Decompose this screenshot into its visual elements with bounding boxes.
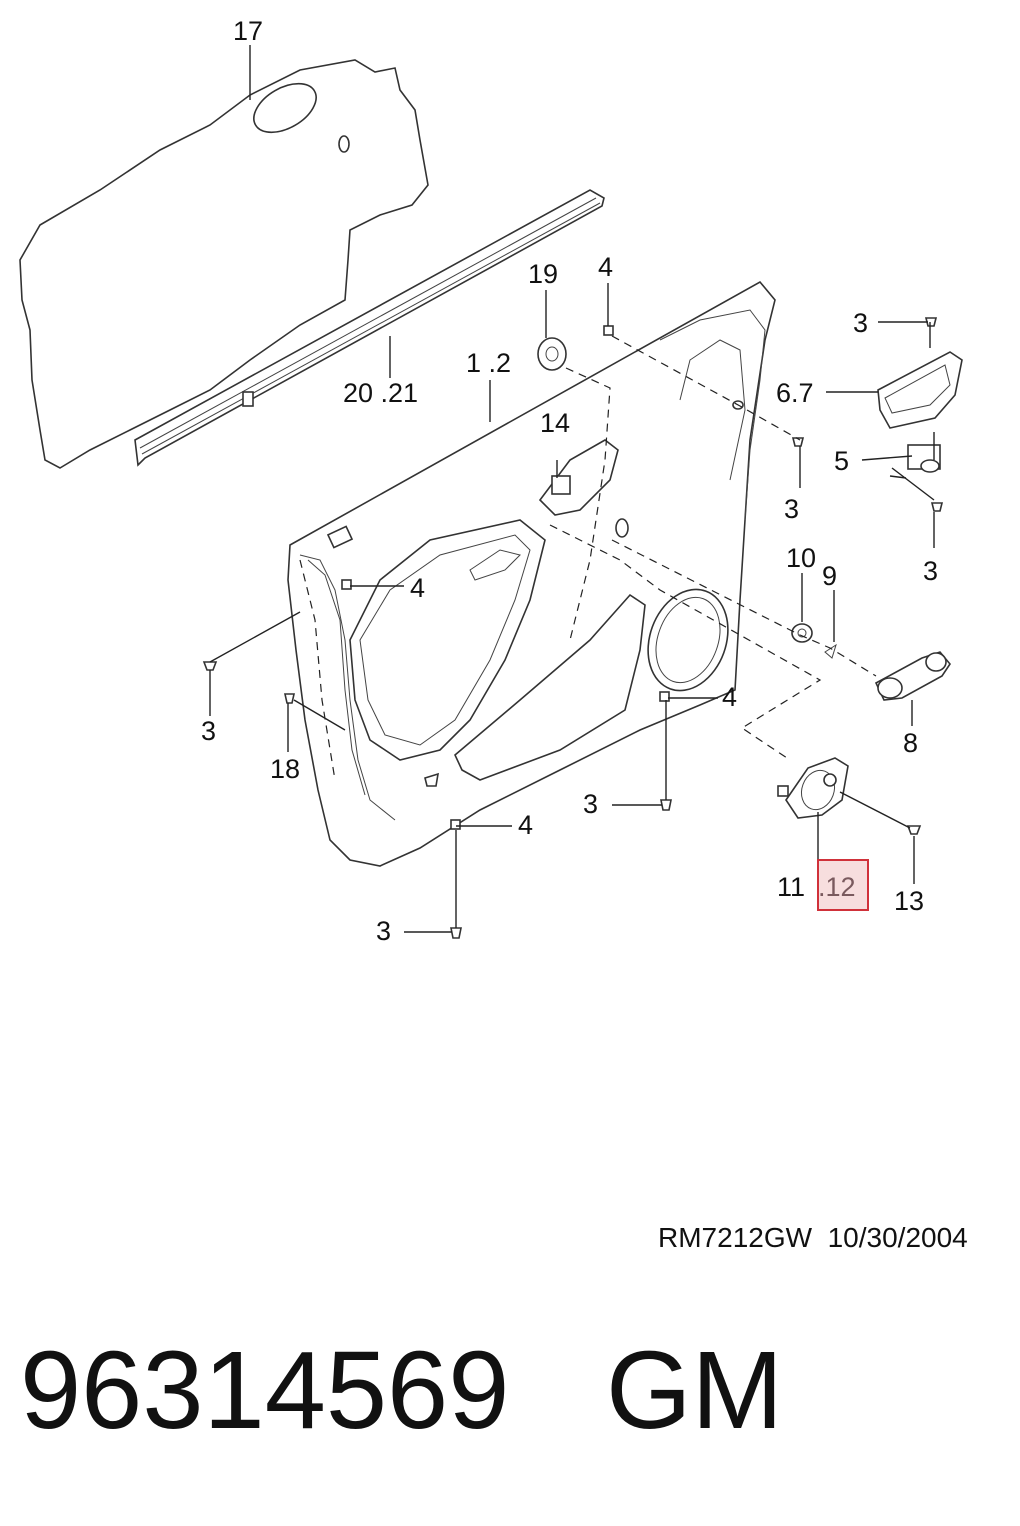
label-4-speaker: 4 [722, 682, 737, 712]
water-deflector-sheet [19, 59, 429, 469]
inside-door-handle [777, 757, 849, 819]
label-3-left: 3 [201, 716, 216, 746]
label-3-mid: 3 [784, 494, 799, 524]
label-3-right: 3 [923, 556, 938, 586]
label-14: 14 [540, 408, 570, 438]
label-13: 13 [894, 886, 924, 916]
pull-handle-cup [877, 351, 963, 429]
label-4-bottom: 4 [518, 810, 533, 840]
fasteners [202, 317, 944, 939]
assembly-dashes [299, 335, 877, 781]
door-trim-panel [287, 280, 776, 867]
label-3-bottom-mid: 3 [583, 789, 598, 819]
label-12-highlighted: .12 [818, 872, 856, 902]
leader-lines [209, 45, 935, 933]
label-19: 19 [528, 259, 558, 289]
label-18: 18 [270, 754, 300, 784]
label-1-2: 1 .2 [466, 348, 511, 378]
belt-molding-strip [134, 189, 605, 467]
label-20-21: 20 .21 [343, 378, 418, 408]
part-number: 96314569 [20, 1329, 510, 1452]
grommet-19 [537, 337, 567, 371]
label-8: 8 [903, 728, 918, 758]
label-4-top: 4 [598, 252, 613, 282]
label-10: 10 [786, 543, 816, 573]
highlight-box [817, 859, 869, 911]
label-11: 11 [777, 872, 805, 902]
window-crank-handle [874, 651, 951, 701]
label-17: 17 [233, 16, 263, 46]
handle-bracket [907, 444, 941, 473]
callout-labels: 17 19 4 1 .2 20 .21 14 3 6.7 5 3 3 10 9 … [201, 16, 938, 946]
drawing-reference-code: RM7212GW 10/30/2004 [658, 1222, 968, 1253]
label-6-7: 6.7 [776, 378, 814, 408]
label-5: 5 [834, 446, 849, 476]
label-3-bottom: 3 [376, 916, 391, 946]
label-9: 9 [822, 561, 837, 591]
brand-name: GM [606, 1329, 784, 1452]
label-4-left: 4 [410, 573, 425, 603]
label-3-top-right: 3 [853, 308, 868, 338]
